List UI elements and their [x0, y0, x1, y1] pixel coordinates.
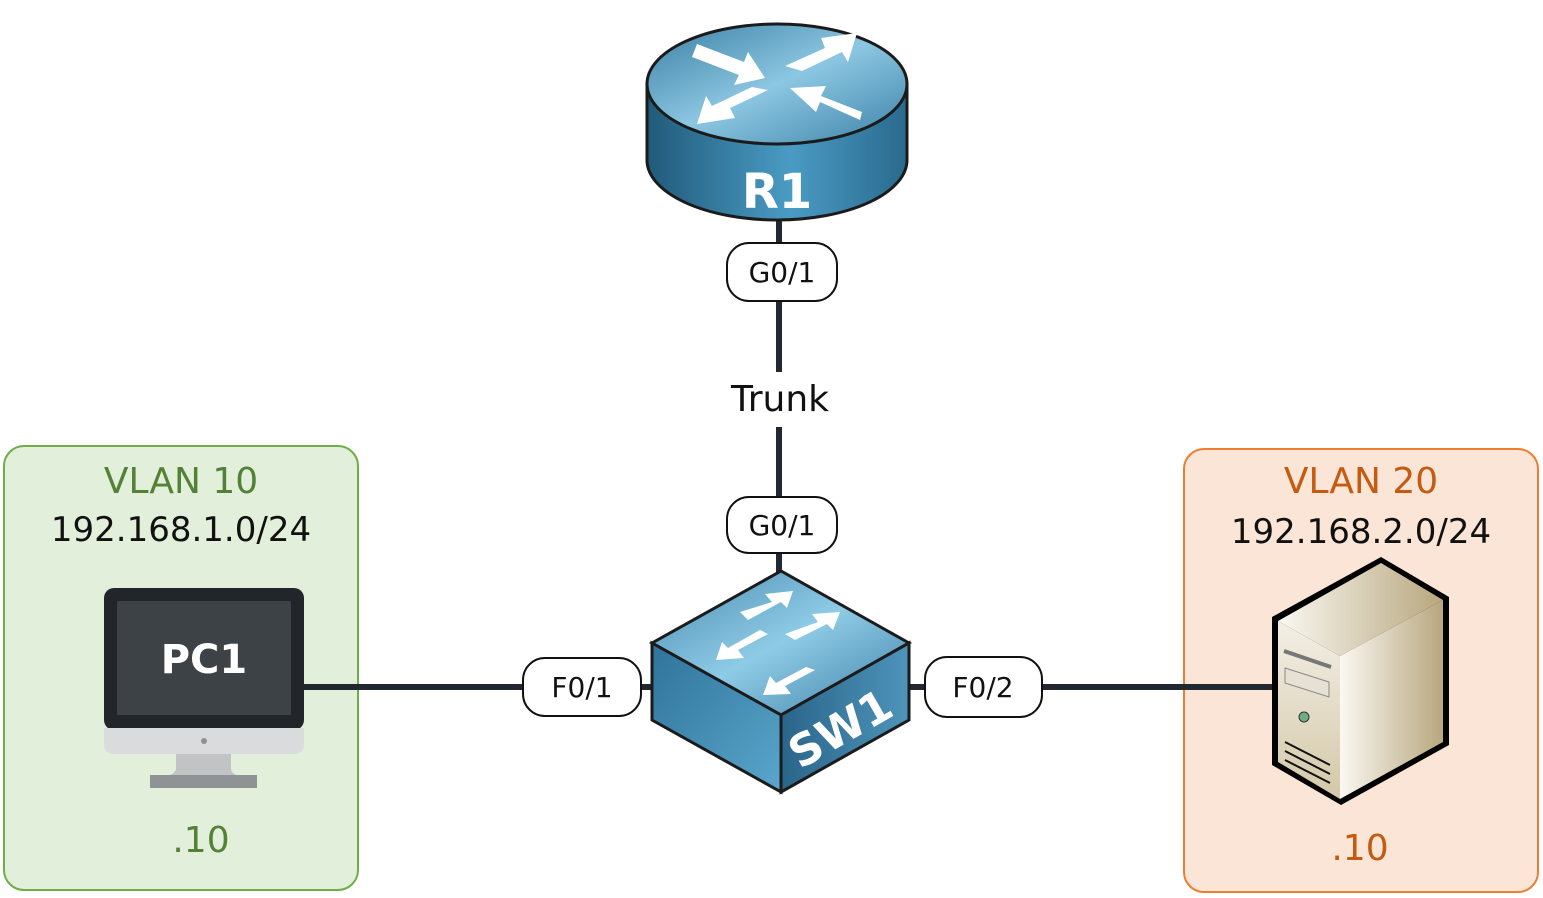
trunk-label: Trunk	[730, 379, 829, 420]
router-port-g0-1: G0/1	[726, 242, 838, 302]
monitor-base	[150, 775, 257, 788]
vlan-20-subnet: 192.168.2.0/24	[1231, 512, 1491, 552]
switch-right-face	[779, 640, 911, 795]
switch-port-f0-1: F0/1	[522, 657, 642, 717]
pc1[interactable]: PC1	[104, 588, 304, 788]
router-port-label: G0/1	[749, 256, 816, 289]
server-power-led	[1298, 711, 1310, 723]
vlan-10-name: VLAN 10	[104, 461, 258, 502]
monitor-stand	[166, 754, 239, 776]
vlan-20-name: VLAN 20	[1284, 461, 1438, 502]
pc-label: PC1	[161, 637, 248, 683]
pc-port-label: F0/1	[551, 671, 612, 704]
server[interactable]	[1272, 557, 1449, 805]
server-top	[1278, 563, 1443, 656]
server-side	[1340, 600, 1443, 799]
server-port-label: F0/2	[952, 671, 1013, 704]
switch-arrows-icon	[716, 591, 840, 695]
pc1-host-address: .10	[172, 820, 229, 861]
router-label: R1	[742, 164, 812, 220]
router-arrows-icon	[692, 33, 862, 124]
router-top	[645, 22, 909, 146]
switch-sw1[interactable]: SW1	[648, 569, 913, 795]
switch-port-g0-1: G0/1	[726, 496, 838, 554]
monitor-screen	[117, 601, 291, 715]
server-host-address: .10	[1331, 828, 1388, 869]
vlan-10-subnet: 192.168.1.0/24	[51, 510, 311, 550]
switch-uplink-port-label: G0/1	[749, 509, 816, 542]
switch-port-f0-2: F0/2	[924, 656, 1043, 718]
router-r1[interactable]: R1	[645, 22, 909, 222]
